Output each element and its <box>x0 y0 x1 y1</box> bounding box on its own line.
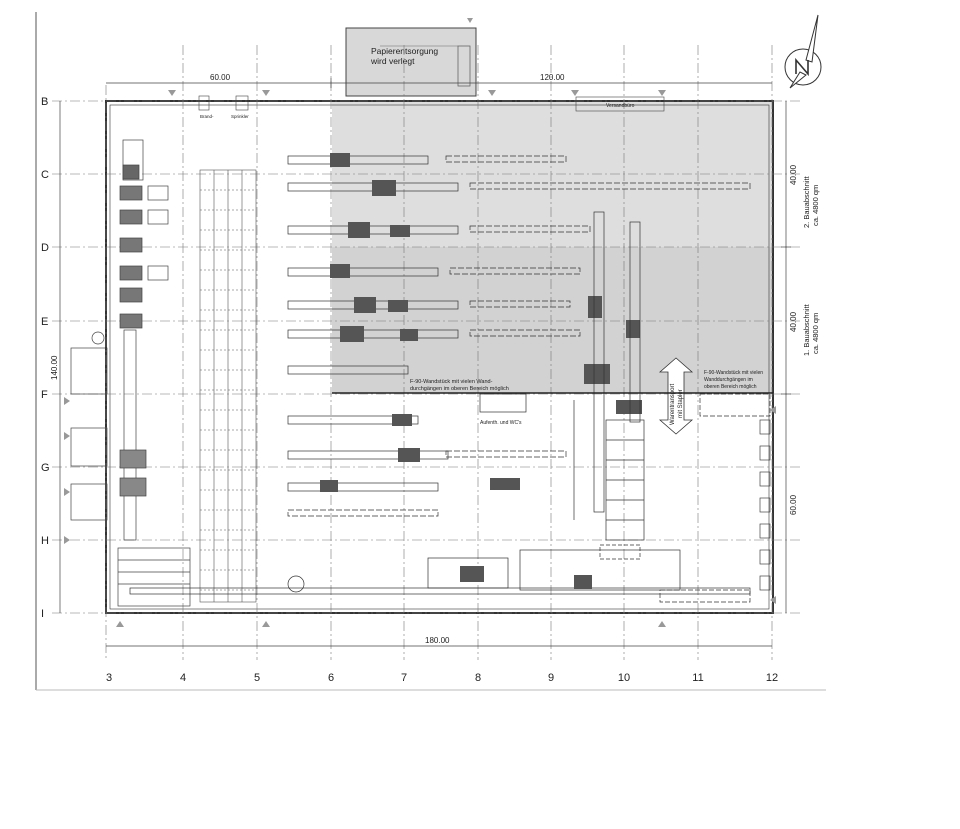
row-label: C <box>41 169 49 181</box>
production-lines <box>129 155 771 603</box>
column-label: 8 <box>475 672 481 684</box>
room-label-sprinkler: Sprinkler <box>231 114 249 119</box>
transport-label-1: Warentransport <box>670 384 676 425</box>
row-label: I <box>41 608 44 620</box>
dim-right-middle: 40.00 <box>789 311 798 332</box>
phase-shading <box>332 101 773 393</box>
column-label: 3 <box>106 672 112 684</box>
dim-left: 140.00 <box>50 355 59 380</box>
room-label-brand: Brand- <box>200 114 214 119</box>
column-label: 11 <box>692 672 703 684</box>
door-markers <box>64 18 776 627</box>
dim-top-right: 120.00 <box>540 73 565 82</box>
column-label: 4 <box>180 672 186 684</box>
row-label: H <box>41 535 49 547</box>
row-label: B <box>41 96 48 108</box>
dim-top-left: 60.00 <box>210 73 231 82</box>
left-machine-line <box>70 139 191 607</box>
dim-right-lower: 60.00 <box>789 494 798 515</box>
dim-bottom: 180.00 <box>425 636 450 645</box>
top-small-rooms: Brand- Sprinkler Versandbüro <box>198 95 665 119</box>
phase-2-label-line2: ca. 4800 qm <box>811 185 820 226</box>
annex-label-line2: wird verlegt <box>370 56 415 66</box>
transport-arrow-icon <box>658 357 694 435</box>
fire-wall-note-right-2: Wanddurchgängen im <box>704 377 753 383</box>
room-label-versandbuero: Versandbüro <box>606 103 635 109</box>
column-label: 5 <box>254 672 260 684</box>
row-label: F <box>41 389 48 401</box>
phase-1-label-line1: 1. Bauabschnitt <box>802 303 811 356</box>
structural-grid <box>52 45 800 660</box>
row-label: D <box>41 242 49 254</box>
annex-label-line1: Papierentsorgung <box>371 46 438 56</box>
loading-docks <box>759 419 771 591</box>
column-labels: 3 4 5 6 7 8 9 10 11 12 <box>106 672 778 684</box>
column-label: 10 <box>618 672 630 684</box>
row-label: E <box>41 316 48 328</box>
page-frame <box>35 12 826 691</box>
row-labels: B C D E F G H I <box>41 96 50 620</box>
dim-right-upper: 40.00 <box>789 164 798 185</box>
phase-2-label-line1: 2. Bauabschnitt <box>802 175 811 228</box>
fire-wall-note-right-3: oberen Bereich möglich <box>704 384 757 390</box>
annex-building: Papierentsorgung wird verlegt <box>345 27 477 97</box>
machine-blocks <box>320 153 642 589</box>
fire-wall-note-right-1: F-90-Wandstück mit vielen <box>704 370 763 376</box>
column-label: 7 <box>401 672 407 684</box>
north-arrow-icon <box>784 14 822 89</box>
column-label: 6 <box>328 672 334 684</box>
vertical-conveyors <box>479 211 645 541</box>
phase-1-label-line2: ca. 4800 qm <box>811 313 820 354</box>
transport-label-2: mit Stapler <box>678 389 684 418</box>
row-label: G <box>41 462 50 474</box>
storage-racks <box>199 169 257 603</box>
washroom-label: Aufenth. und WC's <box>480 420 522 426</box>
column-label: 9 <box>548 672 554 684</box>
fire-wall-note-center-1: F-90-Wandstück mit vielen Wand- <box>410 379 493 385</box>
column-label: 12 <box>766 672 778 684</box>
fire-wall-note-center-2: durchgängen im oberen Bereich möglich <box>410 386 509 392</box>
dimension-lines <box>59 78 791 647</box>
